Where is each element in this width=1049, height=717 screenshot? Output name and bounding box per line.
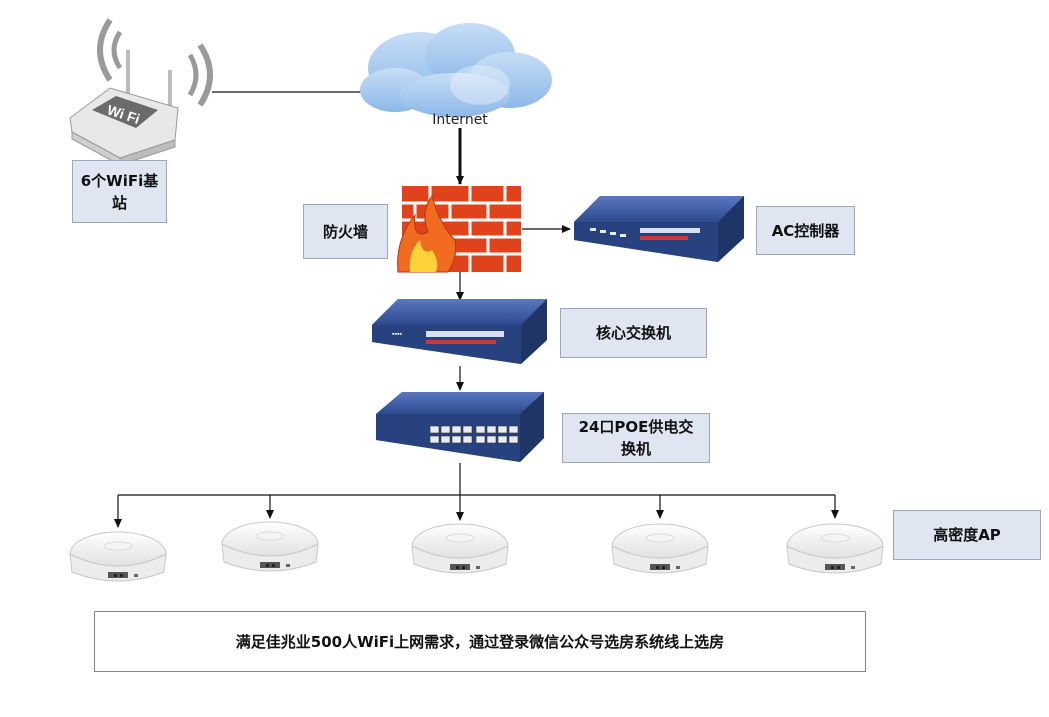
firewall-icon <box>397 186 521 273</box>
wifi-base-label: 6个WiFi基 站 <box>72 160 167 223</box>
poe-switch-label: 24口POE供电交 换机 <box>562 413 710 463</box>
wifi-router-icon: Wi Fi <box>69 18 213 166</box>
switch-icon: ▪▪▪▪ <box>372 299 547 364</box>
access-point-icon <box>69 521 884 582</box>
connectors <box>114 88 839 528</box>
footer-description: 满足佳兆业500人WiFi上网需求，通过登录微信公众号选房系统线上选房 <box>94 611 866 672</box>
ac-controller-label: AC控制器 <box>756 206 855 255</box>
cloud-icon <box>360 23 552 117</box>
ap-label: 高密度AP <box>893 510 1041 560</box>
poe-switch-icon <box>376 392 544 462</box>
network-device-icon <box>574 196 744 262</box>
svg-text:▪▪▪▪: ▪▪▪▪ <box>392 331 402 338</box>
firewall-label: 防火墙 <box>303 204 388 259</box>
core-switch-label: 核心交换机 <box>560 308 707 358</box>
internet-label: Internet <box>432 112 488 128</box>
